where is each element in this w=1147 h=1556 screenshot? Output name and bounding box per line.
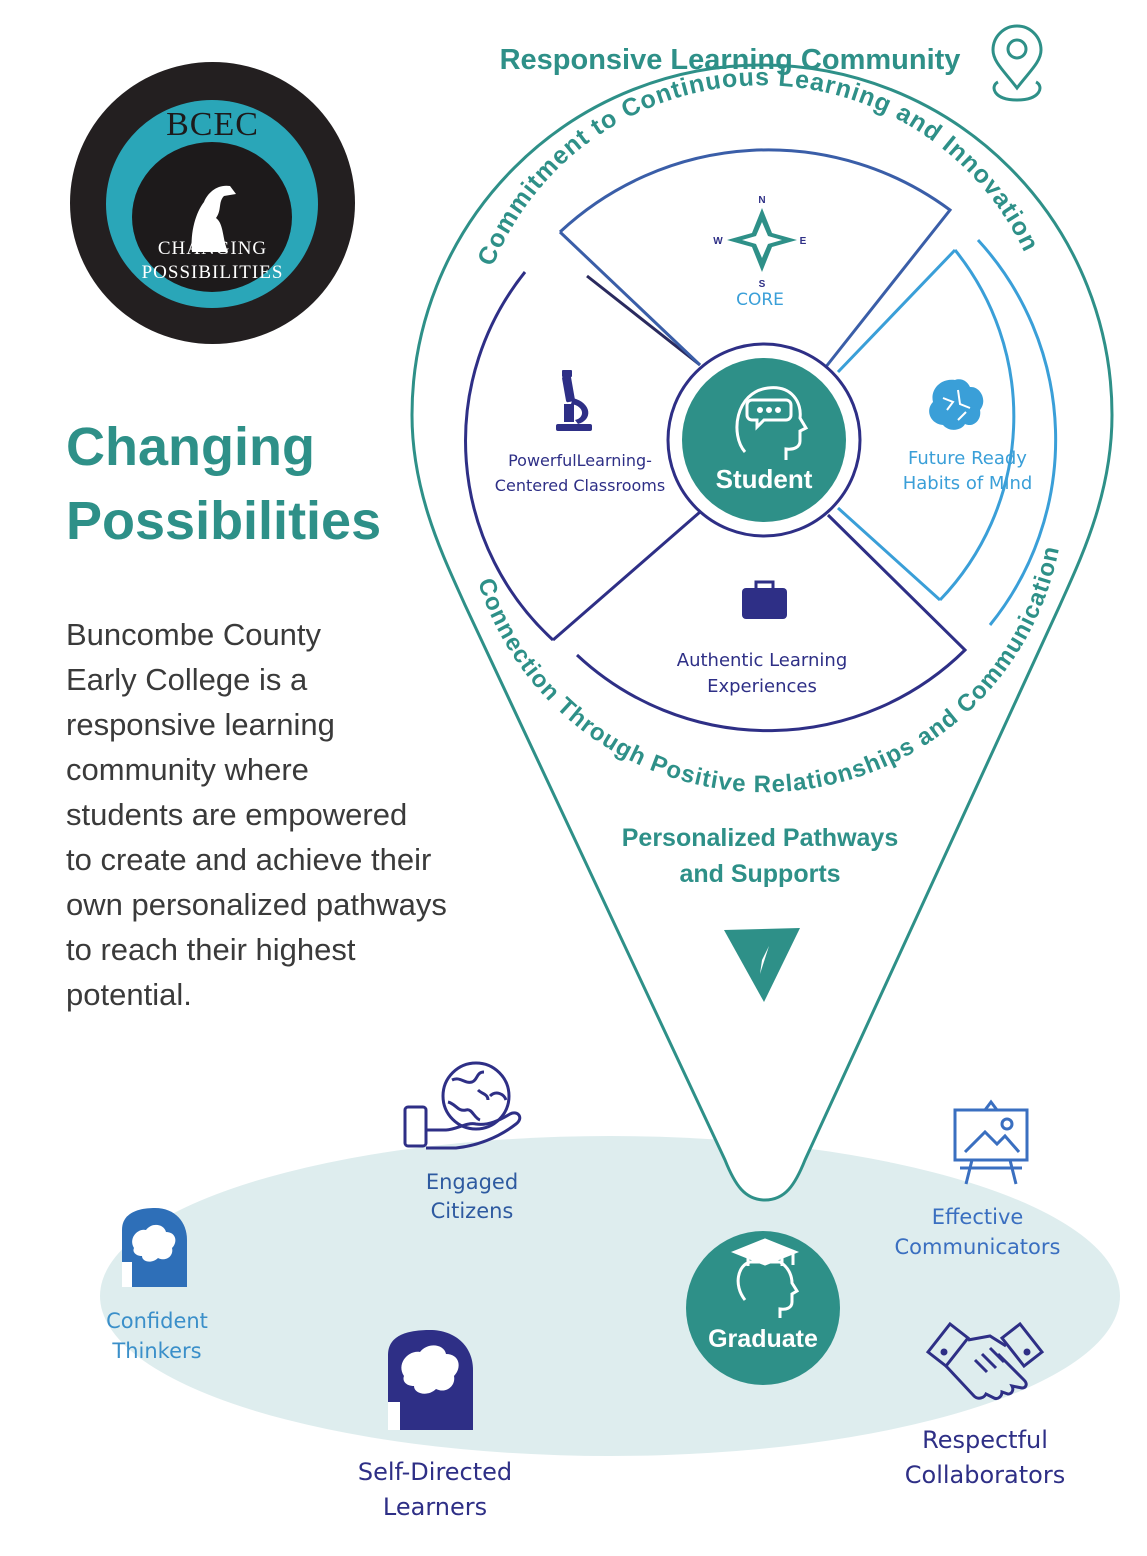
head-brain-icon bbox=[122, 1208, 187, 1287]
handshake-icon bbox=[925, 1321, 1045, 1400]
svg-text:S: S bbox=[759, 279, 766, 290]
logo-abbreviation: BCEC bbox=[166, 106, 259, 143]
outcome-line: Collaborators bbox=[904, 1461, 1066, 1489]
description-line: community where bbox=[66, 752, 309, 787]
svg-text:N: N bbox=[758, 195, 765, 206]
pathways-line: Personalized Pathways bbox=[621, 824, 899, 852]
main-title-line1: Changing bbox=[66, 417, 315, 477]
svg-text:E: E bbox=[800, 236, 807, 247]
arc-left bbox=[464, 271, 555, 642]
description-line: students are empowered bbox=[66, 797, 408, 832]
arc-bottom bbox=[575, 513, 968, 733]
pin-outline bbox=[410, 63, 1114, 1202]
outcome-line: Engaged bbox=[425, 1170, 519, 1194]
quadrant-right-label: Future Ready Habits of Mind bbox=[885, 446, 1050, 496]
quadrant-bottom-label: Authentic Learning Experiences bbox=[662, 648, 862, 700]
arc-left-dark bbox=[586, 274, 701, 367]
outcome-effective-communicators: Effective Communicators bbox=[880, 1202, 1075, 1262]
outcome-self-directed-learners: Self-Directed Learners bbox=[335, 1455, 535, 1525]
description-line: to create and achieve their bbox=[66, 842, 432, 877]
quadrant-bottom-line: Authentic Learning bbox=[676, 650, 848, 671]
outcome-line: Effective bbox=[931, 1205, 1024, 1229]
student-label: Student bbox=[715, 464, 813, 494]
arc-top bbox=[558, 148, 953, 369]
outcome-respectful-collaborators: Respectful Collaborators bbox=[885, 1423, 1085, 1493]
head-brain-icon bbox=[388, 1330, 473, 1430]
globe-hand-icon bbox=[403, 1061, 522, 1150]
pathways-label: Personalized Pathways and Supports bbox=[600, 820, 920, 892]
description-line: Buncombe County bbox=[66, 617, 322, 652]
arc-top-left bbox=[558, 230, 702, 367]
quadrant-top-label: CORE bbox=[736, 290, 784, 310]
description: Buncombe County Early College is a respo… bbox=[66, 612, 536, 1017]
description-line: potential. bbox=[66, 977, 192, 1012]
arc-right-inner bbox=[836, 248, 957, 602]
description-line: own personalized pathways bbox=[66, 887, 447, 922]
logo-line2: POSSIBILITIES bbox=[141, 262, 284, 283]
svg-text:W: W bbox=[713, 236, 723, 247]
description-line: to reach their highest bbox=[66, 932, 356, 967]
compass-icon: N S E W bbox=[713, 195, 806, 290]
navigation-arrow-icon bbox=[724, 928, 800, 1002]
outcome-line: Communicators bbox=[894, 1235, 1061, 1259]
outcome-line: Thinkers bbox=[112, 1339, 202, 1363]
easel-icon bbox=[953, 1099, 1029, 1185]
microscope-icon bbox=[556, 370, 592, 431]
graduate-head-icon bbox=[730, 1238, 800, 1318]
bcec-logo: BCEC CHANGING POSSIBILITIES bbox=[70, 62, 355, 344]
quadrant-bottom-line: Experiences bbox=[707, 676, 817, 697]
outcome-line: Confident bbox=[106, 1309, 208, 1333]
outcome-line: Self-Directed bbox=[357, 1458, 513, 1486]
quadrant-left-label: PowerfulLearning- Centered Classrooms bbox=[490, 448, 670, 498]
header-title: Responsive Learning Community bbox=[499, 44, 961, 76]
quadrant-left-line: Centered Classrooms bbox=[494, 476, 666, 495]
brain-icon bbox=[929, 379, 984, 430]
base-ellipse bbox=[100, 1136, 1120, 1456]
briefcase-icon bbox=[742, 580, 787, 619]
graduate-circle bbox=[686, 1231, 840, 1385]
description-line: Early College is a bbox=[66, 662, 308, 697]
arc-right-outer bbox=[976, 238, 1058, 626]
student-head-icon bbox=[735, 386, 809, 460]
graduate-label: Graduate bbox=[708, 1325, 818, 1353]
description-line: responsive learning bbox=[66, 707, 335, 742]
outcome-line: Respectful bbox=[922, 1426, 1048, 1454]
outcome-confident-thinkers: Confident Thinkers bbox=[82, 1306, 232, 1366]
pathways-line: and Supports bbox=[679, 860, 841, 888]
quadrant-right-line: Future Ready bbox=[908, 448, 1027, 469]
outcome-line: Citizens bbox=[430, 1199, 514, 1223]
arc-right-mid bbox=[938, 249, 1016, 602]
outcome-line: Learners bbox=[382, 1493, 488, 1521]
eagle-icon bbox=[182, 172, 242, 252]
logo-line1: CHANGING bbox=[157, 238, 268, 259]
main-title-line2: Possibilities bbox=[66, 491, 382, 551]
outcome-engaged-citizens: Engaged Citizens bbox=[392, 1168, 552, 1226]
arc-bottom-left bbox=[552, 510, 701, 642]
quadrant-right-line: Habits of Mind bbox=[902, 473, 1033, 494]
student-circle bbox=[682, 358, 846, 522]
map-pin-icon bbox=[991, 24, 1043, 102]
quadrant-left-line: PowerfulLearning- bbox=[508, 451, 652, 470]
